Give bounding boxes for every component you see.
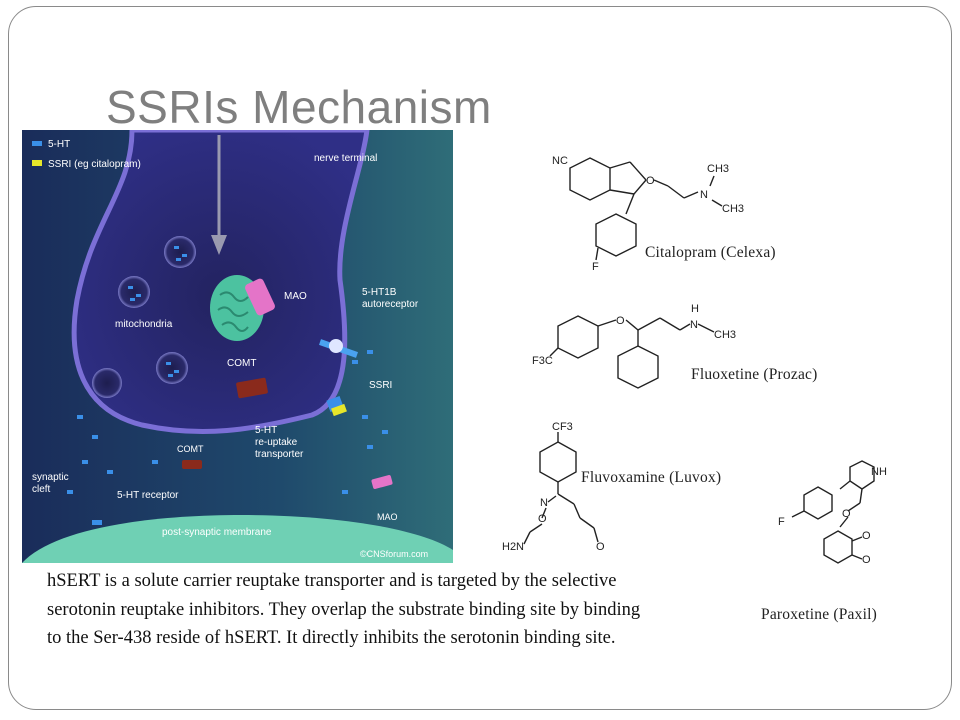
label-synaptic-2: cleft xyxy=(32,484,51,495)
fluvoxamine-structure: CF3 N O H2N O xyxy=(502,421,605,553)
legend-swatch-ssri xyxy=(32,160,42,166)
label-paroxetine: Paroxetine (Paxil) xyxy=(761,606,877,623)
svg-text:CH3: CH3 xyxy=(707,163,729,175)
label-transporter-2: re-uptake xyxy=(255,437,298,448)
figure-svg: 5-HT SSRI (eg citalopram) nerve terminal… xyxy=(22,130,453,563)
vesicle xyxy=(164,236,196,268)
mitochondria-cristae xyxy=(217,291,249,332)
svg-text:O: O xyxy=(862,530,871,542)
svg-text:F3C: F3C xyxy=(532,355,553,367)
paroxetine-structure: NH F O O O xyxy=(778,460,887,566)
label-fluoxetine: Fluoxetine (Prozac) xyxy=(691,366,818,383)
label-membrane: post-synaptic membrane xyxy=(162,527,272,538)
label-ssri: SSRI xyxy=(369,380,392,391)
label-comt-bottom: COMT xyxy=(177,444,204,454)
label-fluvoxamine: Fluvoxamine (Luvox) xyxy=(581,469,722,486)
svg-text:O: O xyxy=(538,513,547,525)
svg-text:NH: NH xyxy=(871,466,887,478)
post-synaptic-membrane xyxy=(22,515,453,563)
mao-enzyme-bottom xyxy=(371,475,393,489)
svg-text:CH3: CH3 xyxy=(714,329,736,341)
legend-label-5ht: 5-HT xyxy=(48,139,70,150)
label-autoreceptor-1: 5-HT1B xyxy=(362,287,397,298)
mao-enzyme-top xyxy=(245,278,275,316)
vesicle-serotonin xyxy=(128,246,187,377)
ssri-mechanism-figure: 5-HT SSRI (eg citalopram) nerve terminal… xyxy=(22,130,453,563)
svg-text:H: H xyxy=(691,303,699,315)
citalopram-structure: NC O CH3 N CH3 F xyxy=(552,155,744,273)
slide-caption: hSERT is a solute carrier reuptake trans… xyxy=(47,571,641,648)
label-autoreceptor-2: autoreceptor xyxy=(362,299,419,310)
label-nerve-terminal: nerve terminal xyxy=(314,153,377,164)
signal-arrow-head xyxy=(211,235,227,255)
slide-title: SSRIs Mechanism xyxy=(106,81,492,133)
svg-text:O: O xyxy=(596,541,605,553)
svg-text:H2N: H2N xyxy=(502,541,524,553)
svg-text:N: N xyxy=(540,497,548,509)
svg-text:F: F xyxy=(778,516,785,528)
inhibit-sign xyxy=(329,339,343,353)
label-receptor: 5-HT receptor xyxy=(117,490,179,501)
label-transporter-3: transporter xyxy=(255,449,304,460)
label-synaptic-1: synaptic xyxy=(32,472,69,483)
label-comt-top: COMT xyxy=(227,358,256,369)
nerve-terminal xyxy=(71,130,370,435)
synaptic-serotonin xyxy=(67,350,388,525)
vesicle xyxy=(118,276,150,308)
svg-text:O: O xyxy=(842,508,851,520)
label-citalopram: Citalopram (Celexa) xyxy=(645,244,776,261)
ssri-block xyxy=(331,403,347,417)
comt-enzyme-bottom xyxy=(182,460,202,469)
vesicle xyxy=(92,368,122,398)
legend-swatch-5ht xyxy=(32,141,42,146)
svg-text:CF3: CF3 xyxy=(552,421,573,433)
label-credit: ©CNSforum.com xyxy=(360,549,428,559)
label-mao-top: MAO xyxy=(284,291,307,302)
svg-text:NC: NC xyxy=(552,155,568,167)
label-mao-bottom: MAO xyxy=(377,512,398,522)
svg-text:F: F xyxy=(592,261,599,273)
svg-text:O: O xyxy=(862,554,871,566)
svg-text:O: O xyxy=(646,175,655,187)
svg-text:N: N xyxy=(690,319,698,331)
legend-label-ssri: SSRI (eg citalopram) xyxy=(48,159,141,170)
fluoxetine-structure: O H N CH3 F3C xyxy=(532,303,736,389)
vesicle xyxy=(156,352,188,384)
label-mitochondria: mitochondria xyxy=(115,319,173,330)
svg-text:CH3: CH3 xyxy=(722,203,744,215)
comt-enzyme-top xyxy=(236,377,268,399)
svg-text:N: N xyxy=(700,189,708,201)
svg-text:O: O xyxy=(616,315,625,327)
label-transporter-1: 5-HT xyxy=(255,425,277,436)
